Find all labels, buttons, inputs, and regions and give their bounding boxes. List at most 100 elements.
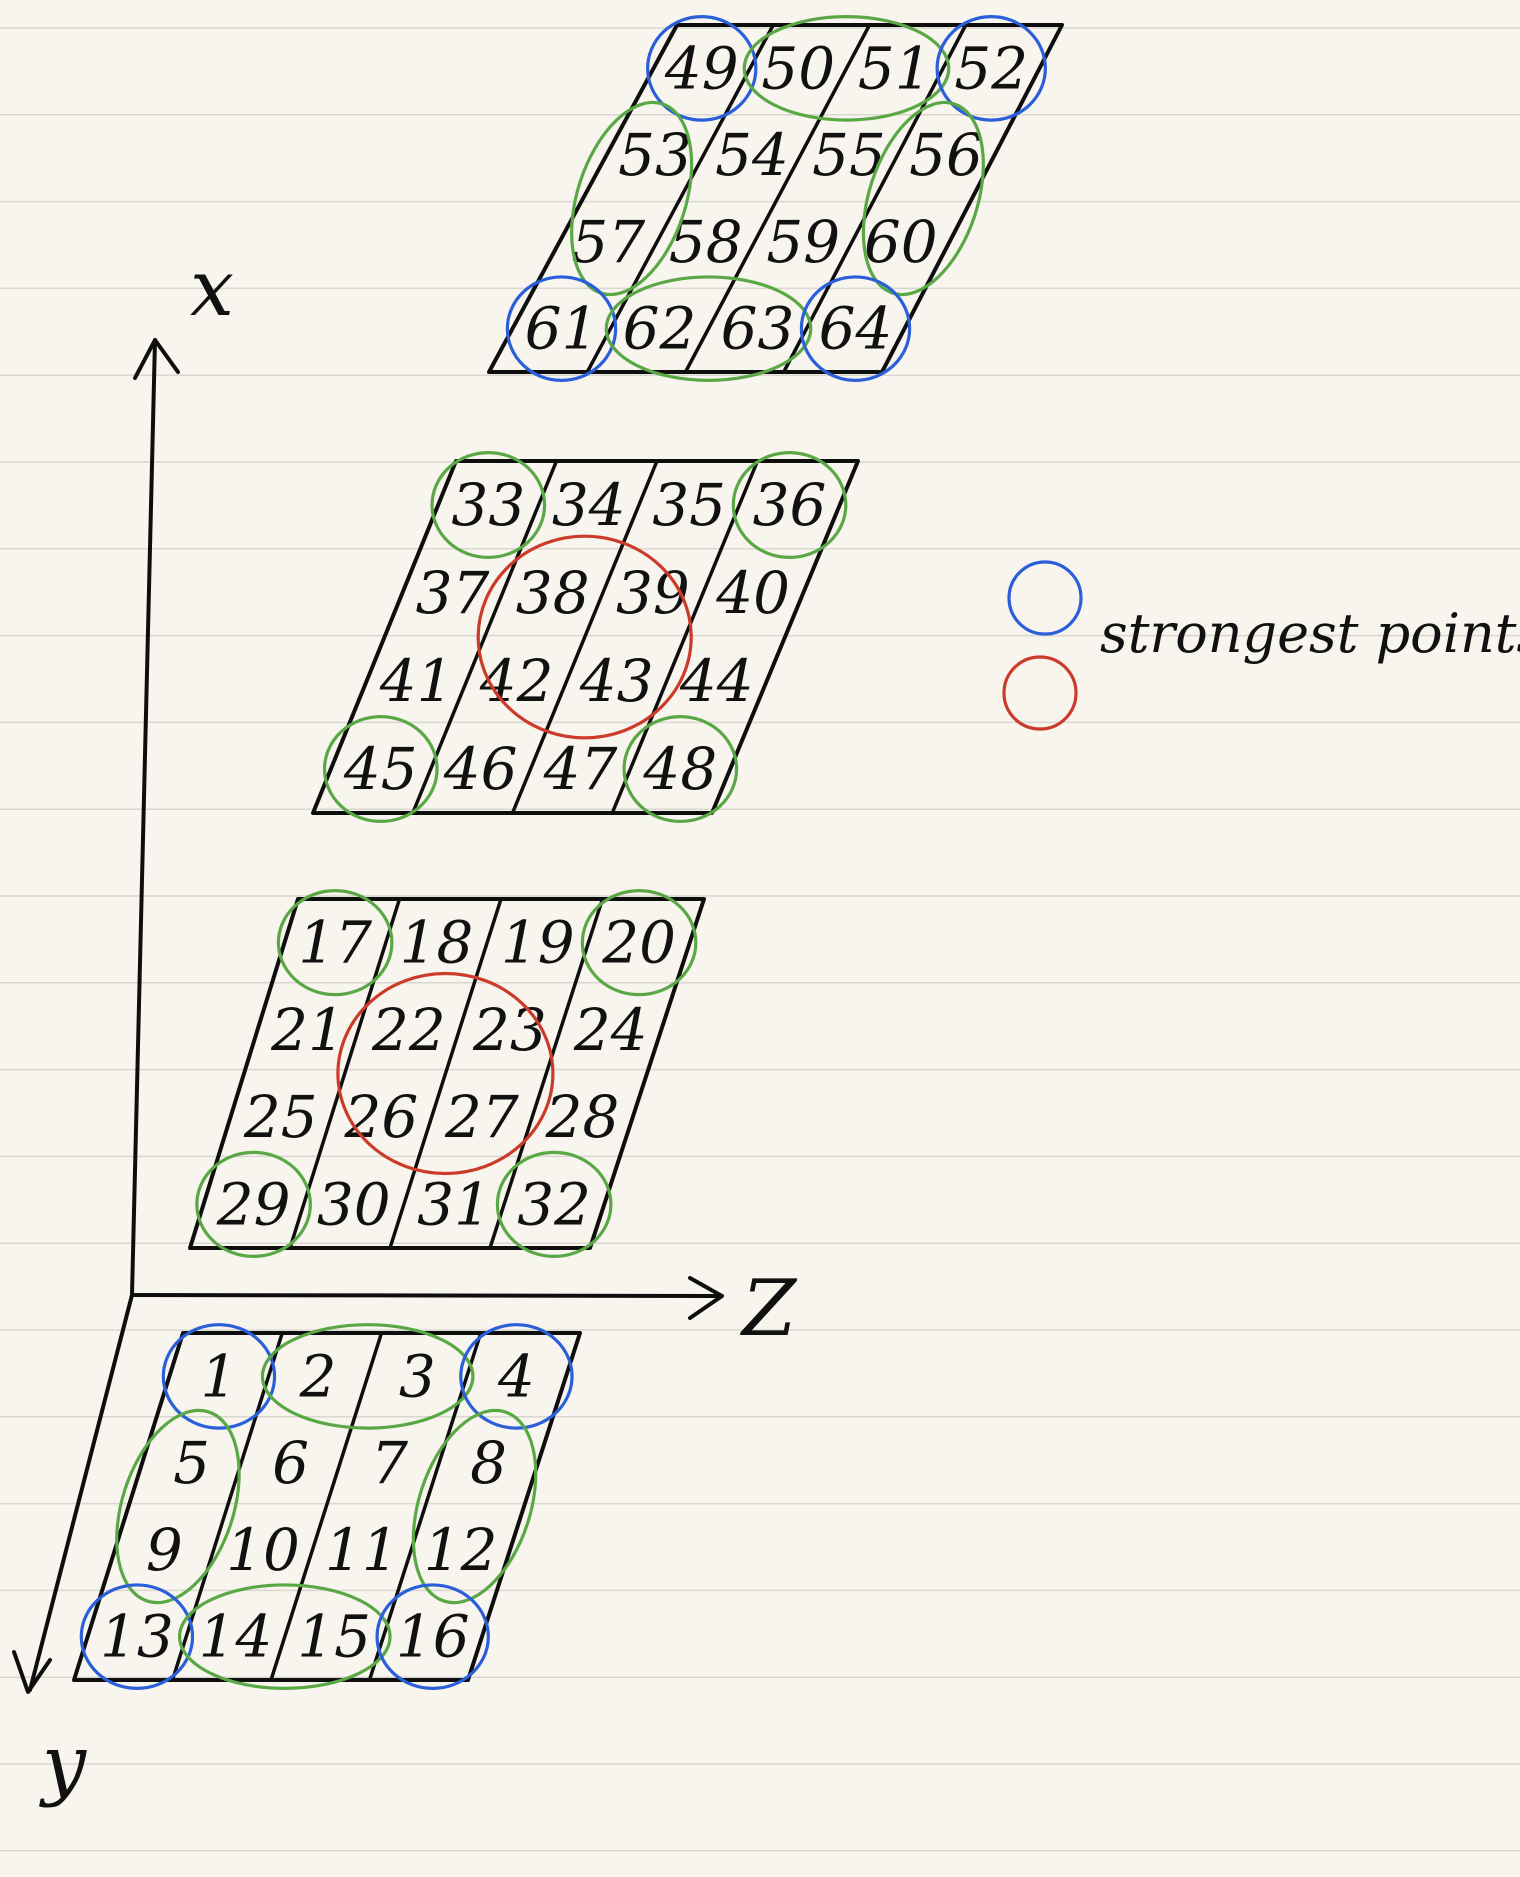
cell-number: 13 [100,1603,174,1671]
cell-number: 11 [325,1516,399,1584]
cell-number: 14 [199,1603,273,1671]
cell-number: 24 [573,996,648,1064]
cell-number: 42 [479,647,554,715]
legend-swatch-red [1002,655,1078,731]
cell-number: 60 [864,208,938,276]
legend-swatch-blue [1007,560,1083,636]
green-highlight-ring [580,889,698,997]
red-highlight-ring [476,534,693,740]
cell-number: 44 [679,647,754,715]
grid-divider [585,23,775,374]
blue-highlight-ring [799,275,912,382]
cell-number: 37 [416,559,490,627]
cell-number: 59 [766,208,840,276]
green-highlight-ring [742,15,951,122]
z-axis-line [130,1293,722,1298]
cell-number: 48 [642,735,717,803]
x-axis-arrowhead [133,338,180,380]
green-highlight-ring [322,714,439,823]
y-axis-line [28,1293,134,1692]
cell-number: 25 [243,1083,318,1151]
grid-outline [188,897,706,1250]
cell-number: 8 [470,1429,507,1497]
cell-number: 4 [497,1342,535,1410]
cell-number: 30 [317,1170,391,1238]
cell-number: 47 [543,735,618,803]
cell-number: 10 [226,1516,300,1584]
cell-number: 12 [424,1516,498,1584]
green-highlight-ring [495,1150,613,1258]
grid-divider [782,23,968,374]
cell-number: 15 [297,1603,371,1671]
cell-number: 6 [272,1429,309,1497]
cell-number: 52 [954,34,1028,102]
cell-number: 2 [299,1342,337,1410]
cell-number: 53 [618,121,692,189]
red-highlight-ring [336,971,555,1176]
cell-number: 27 [444,1083,519,1151]
cell-number: 38 [516,559,590,627]
cell-number: 54 [715,121,789,189]
cell-number: 1 [201,1342,238,1410]
legend: strongest points [1002,560,1520,731]
green-highlight-ring [411,1408,538,1605]
grid-outline [72,1331,582,1682]
legend-label-strongest-points: strongest points [1100,602,1520,665]
green-highlight-ring [604,275,813,382]
cell-number: 46 [443,735,518,803]
cell-number: 43 [579,647,654,715]
cell-number: 56 [909,121,983,189]
cell-number: 9 [146,1516,183,1584]
cell-number: 40 [715,559,790,627]
ruled-lines [0,27,1520,1852]
grid-divider [411,459,559,815]
cell-number: 20 [601,909,676,977]
blue-highlight-ring [79,1583,195,1690]
green-highlight-ring [177,1583,392,1690]
cell-number: 64 [819,295,893,363]
y-axis-arrowhead [12,1650,52,1694]
cell-number: 39 [616,559,690,627]
cell-number: 45 [343,735,418,803]
cell-number: 36 [753,471,827,539]
cell-number: 61 [525,295,599,363]
blue-highlight-ring [375,1583,490,1690]
cell-number: 17 [298,909,372,977]
green-highlight-ring [276,889,394,997]
blue-highlight-ring [459,1323,574,1430]
grid-divider [610,459,760,815]
blue-highlight-ring [505,275,618,382]
grid-outline [487,23,1064,374]
blue-highlight-ring [646,15,758,122]
green-highlight-ring [622,714,739,823]
z-axis-arrowhead [688,1276,724,1320]
green-highlight-ring [260,1323,475,1430]
cell-number: 35 [652,471,726,539]
blue-highlight-ring [935,15,1047,122]
cell-number: 55 [812,121,886,189]
y-axis-label: y [39,1719,87,1809]
grid-divider [510,459,659,815]
cell-number: 62 [623,295,697,363]
cell-number: 22 [371,996,446,1064]
cell-number: 33 [451,471,525,539]
cell-number: 34 [552,471,626,539]
cell-number: 63 [721,295,795,363]
cell-number: 32 [517,1170,591,1238]
blue-highlight-ring [161,1323,277,1430]
cell-number: 58 [669,208,743,276]
cell-number: 5 [173,1429,210,1497]
cell-number: 29 [216,1170,291,1238]
cell-number: 50 [761,34,835,102]
green-highlight-ring [195,1150,312,1258]
x-axis-line [130,338,157,1297]
z-axis-label: Z [739,1264,798,1354]
cell-number: 7 [371,1429,408,1497]
cell-number: 18 [400,909,474,977]
